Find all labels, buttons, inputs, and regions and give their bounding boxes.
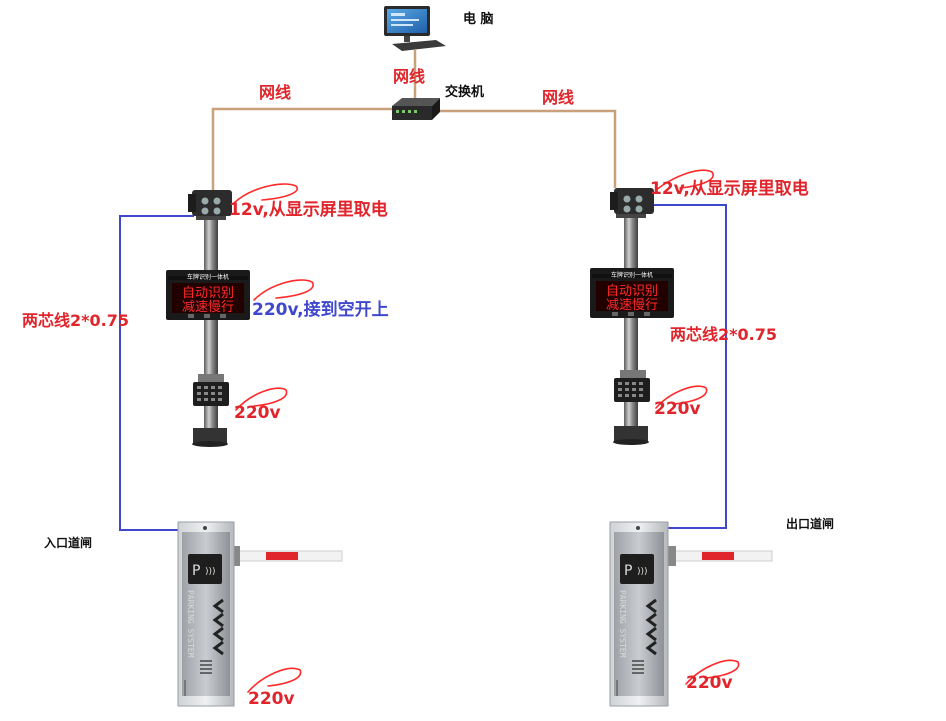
monitor-stand (404, 36, 410, 42)
exit-gate-label: 出口道闸 (786, 516, 834, 531)
entry-power-wire (119, 215, 194, 531)
network-switch (392, 98, 440, 120)
entry-chevron-arrows (212, 598, 224, 656)
entry-card-reader (188, 554, 222, 584)
exit-gate-brand: PARKING SYSTEM (618, 590, 627, 658)
svg-text:))): ))) (637, 567, 648, 577)
computer-label: 电 脑 (463, 11, 494, 27)
entry-camera-power-label: 12v,从显示屏里取电 (229, 199, 388, 220)
switch-label: 交换机 (445, 84, 484, 100)
exit-display: 车牌识别一体机 自动识别 减速慢行 (590, 268, 674, 318)
svg-text:P: P (624, 563, 632, 579)
entry-gate-label: 入口道闸 (44, 535, 92, 550)
network-label-left: 网线 (259, 83, 291, 102)
exit-wire-label: 两芯线2*0.75 (670, 325, 777, 344)
keyboard (392, 40, 446, 51)
network-cables (211, 50, 617, 190)
annotation-swooshes (233, 169, 740, 693)
exit-camera-power-label: 12v,从显示屏里取电 (650, 178, 809, 199)
exit-display-line1: 自动识别 (606, 284, 658, 299)
exit-card-reader (620, 554, 654, 584)
exit-keypad (614, 370, 650, 402)
entry-display-line1: 自动识别 (182, 286, 234, 301)
entry-wire-label: 两芯线2*0.75 (22, 311, 129, 330)
entry-gate-brand: PARKING SYSTEM (186, 590, 195, 658)
entry-display-power-label: 220v,接到空开上 (252, 299, 389, 320)
entry-barrier-gate: P ))) PARKING SYSTEM (177, 521, 343, 707)
power-wires (119, 204, 727, 531)
cable-switch-entry-camera (211, 107, 393, 190)
exit-chevron-arrows (645, 598, 657, 656)
svg-text:))): ))) (205, 567, 216, 577)
entry-display: 车牌识别一体机 自动识别 减速慢行 (166, 270, 250, 320)
entry-keypad (193, 374, 229, 406)
exit-display-header: 车牌识别一体机 (611, 271, 653, 279)
exit-gate-power-label: 220v (686, 673, 733, 693)
entry-keypad-power-label: 220v (234, 403, 281, 423)
svg-text:P: P (192, 563, 200, 579)
exit-power-wire (642, 204, 727, 529)
computer (384, 6, 446, 51)
entry-display-line2: 减速慢行 (182, 299, 234, 315)
network-label-top: 网线 (393, 67, 425, 86)
entry-pole-unit: 车牌识别一体机 自动识别 减速慢行 (166, 190, 250, 447)
exit-camera (610, 188, 654, 214)
entry-pole-base (193, 428, 227, 444)
cable-switch-exit-camera (440, 109, 617, 188)
exit-display-line2: 减速慢行 (606, 297, 658, 313)
network-label-right: 网线 (542, 88, 574, 107)
entry-display-header: 车牌识别一体机 (187, 273, 229, 281)
exit-pole-unit: 车牌识别一体机 自动识别 减速慢行 (590, 188, 674, 445)
exit-pole-base (614, 426, 648, 442)
entry-camera (188, 190, 232, 216)
exit-keypad-power-label: 220v (654, 399, 701, 419)
exit-barrier-gate: P ))) PARKING SYSTEM (609, 521, 773, 707)
entry-gate-power-label: 220v (248, 689, 295, 709)
